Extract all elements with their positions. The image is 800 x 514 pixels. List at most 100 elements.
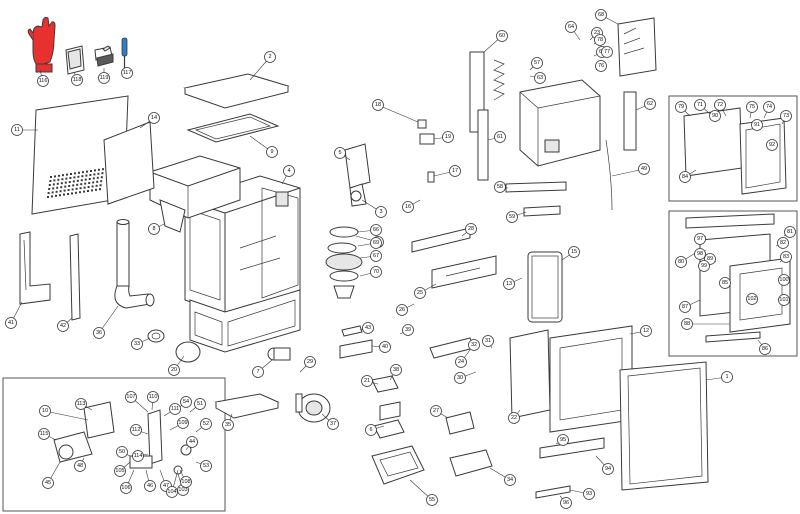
callout-bubble: 106 <box>120 482 132 494</box>
callout-label: 71 <box>697 102 703 108</box>
callout-bubble: 91 <box>751 119 763 131</box>
callout-label: 15 <box>571 249 577 255</box>
callout-bubble: 71 <box>694 99 706 111</box>
callout-bubble: 49 <box>638 163 650 175</box>
callout-label: 20 <box>171 367 177 373</box>
callout-bubble: 117 <box>121 67 133 79</box>
callout-label: 83 <box>783 254 789 260</box>
callout-bubble: 24 <box>455 356 467 368</box>
callout-bubble: 62 <box>644 98 656 110</box>
callout-bubble: 26 <box>396 304 408 316</box>
callout-label: 33 <box>134 341 140 347</box>
callout-bubble: 54 <box>180 396 192 408</box>
callout-label: 26 <box>399 307 405 313</box>
callout-bubble: 34 <box>504 474 516 486</box>
callout-label: 103 <box>178 487 187 493</box>
callout-bubble: 82 <box>777 237 789 249</box>
top-cover <box>183 73 290 109</box>
callout-label: 93 <box>586 491 592 497</box>
callout-label: 53 <box>203 463 209 469</box>
baffle-68 <box>617 17 657 77</box>
stapler-icon <box>94 45 114 67</box>
callout-label: 113 <box>77 401 86 407</box>
callout-bubble: 69 <box>370 237 382 249</box>
callout-label: 5 <box>338 150 341 156</box>
heat-exchanger-tube-61 <box>477 109 489 181</box>
callout-bubble: 42 <box>57 320 69 332</box>
hose-66 <box>605 139 613 211</box>
hopper <box>149 155 241 233</box>
callout-bubble: 81 <box>784 226 796 238</box>
callout-bubble: 77 <box>601 46 613 58</box>
panel-3 <box>379 401 401 421</box>
callout-label: 69 <box>373 240 379 246</box>
top-frame <box>186 113 280 143</box>
callout-bubble: 86 <box>759 343 771 355</box>
callout-bubble: 32 <box>468 339 480 351</box>
callout-label: 63 <box>537 75 543 81</box>
plate-65 <box>623 91 637 151</box>
callout-label: 70 <box>373 269 379 275</box>
callout-label: 21 <box>364 378 370 384</box>
callout-label: 1 <box>725 374 728 380</box>
callout-bubble: 88 <box>681 318 693 330</box>
callout-bubble: 58 <box>494 181 506 193</box>
callout-bubble: 85 <box>719 277 731 289</box>
callout-bubble: 1 <box>721 371 733 383</box>
callout-bubble: 46 <box>144 480 156 492</box>
callout-label: 94 <box>605 466 611 472</box>
callout-label: 42 <box>60 323 66 329</box>
callout-label: 40 <box>382 344 388 350</box>
callout-label: 52 <box>203 421 209 427</box>
callout-label: 114 <box>134 453 143 459</box>
callout-label: 109 <box>178 420 187 426</box>
callout-bubble: 50 <box>116 446 128 458</box>
cap-20 <box>175 341 201 363</box>
callout-label: 62 <box>647 101 653 107</box>
callout-bubble: 6 <box>365 424 377 436</box>
box-6 <box>373 419 405 439</box>
callout-bubble: 74 <box>763 101 775 113</box>
callout-label: 50 <box>119 449 125 455</box>
callout-bubble: 9 <box>266 146 278 158</box>
door-subassembly-frame-bottom <box>668 210 798 357</box>
callout-label: 55 <box>429 497 435 503</box>
callout-bubble: 21 <box>361 375 373 387</box>
callout-label: 16 <box>405 204 411 210</box>
callout-bubble: 18 <box>372 99 384 111</box>
glass-22 <box>509 329 551 419</box>
callout-bubble: 115 <box>38 428 50 440</box>
callout-label: 95 <box>560 437 566 443</box>
callout-bubble: 15 <box>568 246 580 258</box>
callout-bubble: 8 <box>148 223 160 235</box>
callout-bubble: 5 <box>334 147 346 159</box>
callout-label: 86 <box>762 346 768 352</box>
callout-bubble: 13 <box>503 278 515 290</box>
module-27 <box>445 411 475 435</box>
callout-label: 105 <box>115 468 124 474</box>
callout-label: 76 <box>598 63 604 69</box>
clip-17 <box>427 171 435 183</box>
callout-label: 9 <box>270 149 273 155</box>
callout-label: 98 <box>697 251 703 257</box>
callout-label: 12 <box>643 328 649 334</box>
callout-bubble: 38 <box>390 364 402 376</box>
book-icon <box>65 45 85 75</box>
callout-bubble: 109 <box>177 417 189 429</box>
callout-label: 84 <box>682 174 688 180</box>
callout-label: 82 <box>780 240 786 246</box>
callout-label: 14 <box>151 115 157 121</box>
gasket-1 <box>619 361 709 491</box>
callout-label: 66 <box>373 227 379 233</box>
stove-body <box>184 175 301 353</box>
callout-label: 89 <box>707 256 713 262</box>
sensor-19 <box>419 133 435 145</box>
callout-label: 49 <box>641 166 647 172</box>
callout-label: 47 <box>163 483 169 489</box>
callout-bubble: 57 <box>531 57 543 69</box>
callout-bubble: 105 <box>114 465 126 477</box>
callout-label: 10 <box>42 408 48 414</box>
callout-label: 7 <box>256 369 259 375</box>
callout-label: 36 <box>96 330 102 336</box>
